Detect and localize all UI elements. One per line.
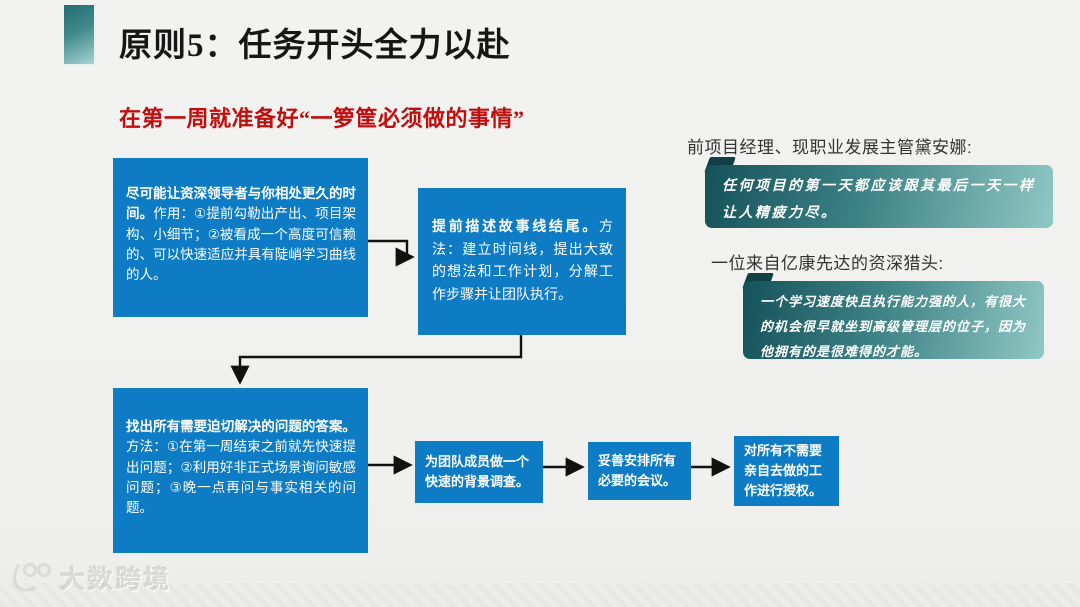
flow-box-storyline-ending: 提前描述故事线结尾。方法：建立时间线，提出大致的想法和工作计划，分解工作步骤并让… (418, 188, 626, 335)
quote2-text: 一个学习速度快且执行能力强的人，有很大的机会很早就坐到高级管理层的位子，因为他拥… (760, 295, 1027, 360)
brand-watermark: 大数跨境 (8, 560, 172, 596)
connector-box2-box3 (230, 335, 523, 385)
flow-box-text: 对所有不需要亲自去做的工作进行授权。 (744, 442, 823, 499)
flow-box-background-check: 为团队成员做一个快速的背景调查。 (415, 441, 543, 503)
quote1-bubble: 任何项目的第一天都应该跟其最后一天一样让人精疲力尽。 (705, 165, 1053, 228)
quote2-speaker: 一位来自亿康先达的资深猎头: (711, 254, 944, 273)
flow-box-meet-senior-leaders: 尽可能让资深领导者与你相处更久的时间。作用：①提前勾勒出产出、项目架构、小细节；… (113, 158, 368, 317)
flow-box-text: 为团队成员做一个快速的背景调查。 (425, 453, 530, 489)
flow-box-body: 作用：①提前勾勒出产出、项目架构、小细节；②被看成一个高度可信赖的、可以快速适应… (126, 206, 357, 282)
flow-box-body: 方法：建立时间线，提出大致的想法和工作计划，分解工作步骤并让团队执行。 (432, 218, 613, 303)
brand-logo-icon (13, 562, 52, 592)
brand-name: 大数跨境 (60, 566, 173, 594)
connector-box1-box2 (368, 239, 415, 267)
slide-title: 原则5：任务开头全力以赴 (119, 28, 511, 64)
quote1-speaker: 前项目经理、现职业发展主管黛安娜: (687, 138, 973, 157)
flow-box-body: 方法：①在第一周结束之前就先快速提出问题；②利用好非正式场景询问敏感问题；③晚一… (126, 439, 356, 515)
flow-box-lead: 尽可能让资深领导者与你相处更久的时间。 (126, 186, 356, 222)
quote1-text: 任何项目的第一天都应该跟其最后一天一样让人精疲力尽。 (722, 178, 1036, 221)
footer-texture (0, 583, 1080, 607)
flow-box-lead: 找出所有需要迫切解决的问题的答案。 (126, 419, 356, 434)
flow-box-lead: 提前描述故事线结尾。 (432, 218, 599, 234)
title-accent-bar (64, 5, 96, 66)
flow-box-urgent-questions: 找出所有需要迫切解决的问题的答案。方法：①在第一周结束之前就先快速提出问题；②利… (113, 388, 368, 553)
flow-box-text: 妥善安排所有必要的会议。 (598, 452, 677, 488)
quote2-bubble: 一个学习速度快且执行能力强的人，有很大的机会很早就坐到高级管理层的位子，因为他拥… (743, 281, 1044, 360)
flow-box-arrange-meetings: 妥善安排所有必要的会议。 (588, 442, 691, 500)
flow-box-delegate-work: 对所有不需要亲自去做的工作进行授权。 (734, 436, 839, 506)
slide-subtitle: 在第一周就准备好“一箩筐必须做的事情” (119, 106, 525, 131)
